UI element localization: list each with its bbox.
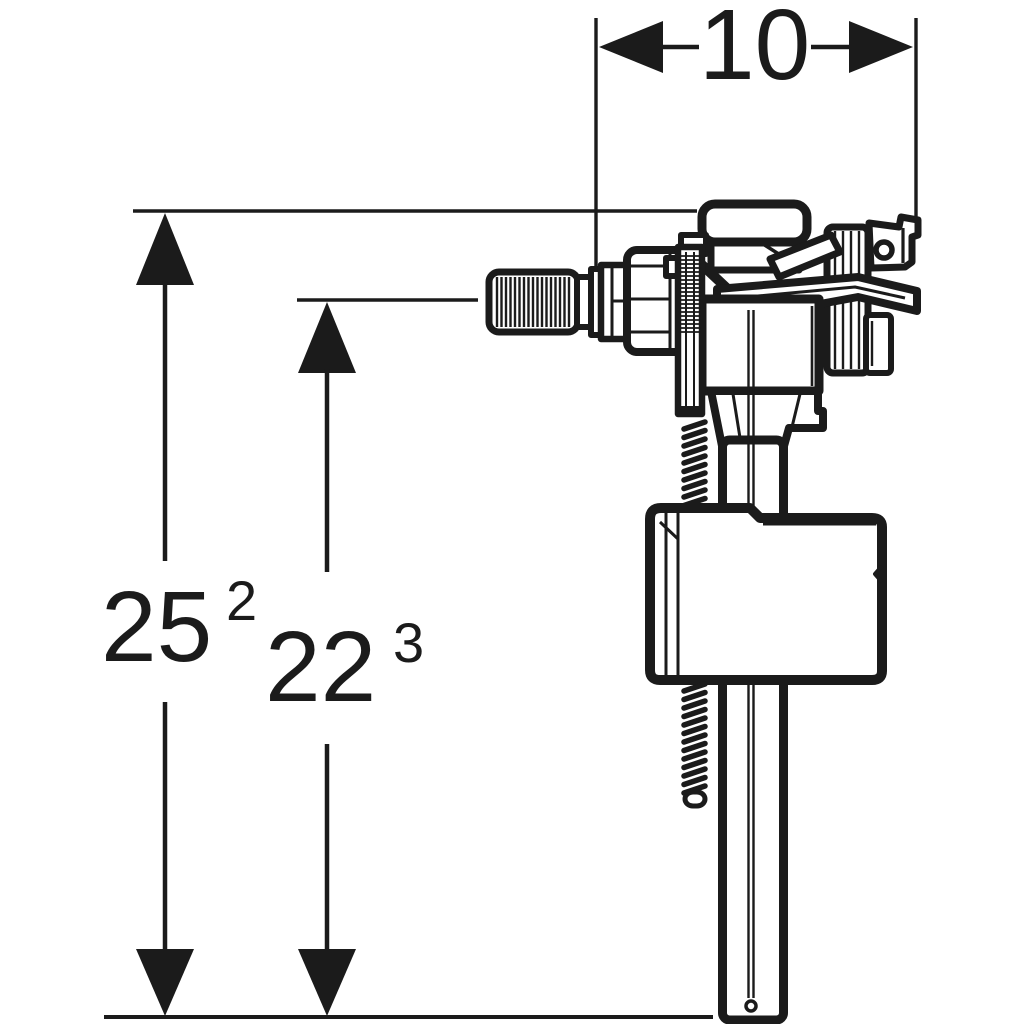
stem-tip-icon: [744, 999, 758, 1013]
dim-width-value: 10: [699, 0, 810, 101]
dimension-height-overall: 25 2: [101, 209, 697, 1016]
float-outline: [645, 503, 887, 685]
spring-end-cap: [682, 789, 708, 809]
arrowhead-down-icon: [136, 949, 194, 1016]
thread-lines: [495, 277, 571, 327]
dimension-width-top: 10: [594, 0, 918, 266]
float-inner-lines: [658, 513, 876, 675]
dim-height-inlet-value: 22: [265, 611, 376, 723]
tank-rim-bracket: [865, 213, 922, 272]
arrowhead-down-icon: [298, 949, 356, 1016]
body-block: [697, 294, 824, 396]
fill-valve-illustration: [485, 199, 922, 1024]
lever-arm-upper: [766, 231, 844, 281]
float-cup: [645, 503, 887, 685]
arrowhead-left-icon: [599, 21, 663, 73]
float-edge-notch: [873, 564, 884, 584]
arrowhead-up-icon: [298, 302, 356, 373]
arrowhead-right-icon: [849, 21, 913, 73]
cap-top: [697, 199, 812, 247]
rack-vertical-lines: [685, 252, 695, 410]
spring-lower-coil: [681, 681, 708, 796]
arrowhead-up-icon: [136, 213, 194, 285]
inlet-nut-lines: [629, 254, 672, 348]
spindle-collar: [679, 406, 702, 417]
spindle-rack: [674, 243, 706, 418]
spring-upper: [681, 419, 708, 517]
threaded-inlet: [485, 246, 690, 356]
dimension-height-inlet: 22 3: [265, 298, 478, 1016]
adjustment-spindle: [663, 232, 709, 517]
dim-height-overall-value: 25: [101, 571, 212, 683]
clamp-side-plate: [863, 312, 894, 376]
bracket-hole-icon: [873, 239, 895, 261]
valve-body: [697, 294, 824, 396]
rack-ribs: [680, 255, 701, 333]
spring-lower: [681, 681, 708, 809]
dim-height-inlet-footnote: 3: [393, 611, 424, 674]
dim-height-overall-footnote: 2: [226, 569, 257, 632]
